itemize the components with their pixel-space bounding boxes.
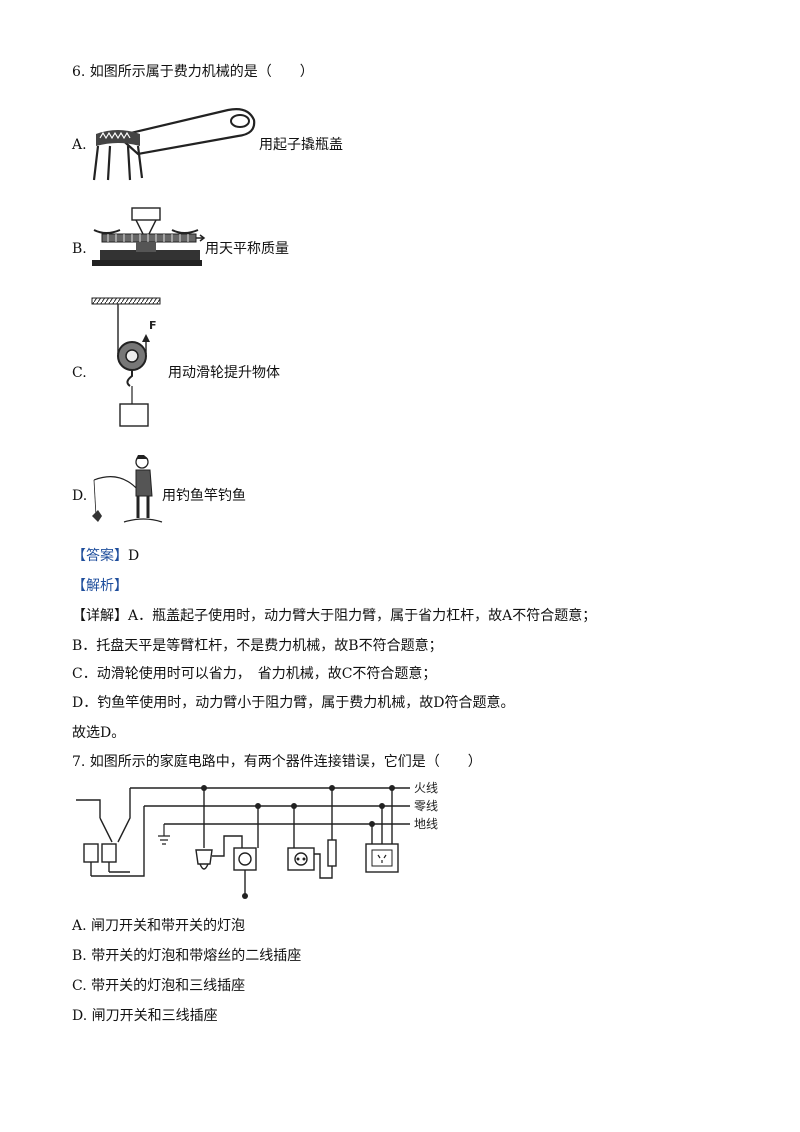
detail-line-4: D．钓鱼竿使用时，动力臂小于阻力臂，属于费力机械，故D符合题意。 <box>72 695 515 711</box>
q6-option-d-label: D. <box>72 488 88 504</box>
detail-line-3: C．动滑轮使用时可以省力， 省力机械，故C不符合题意； <box>72 666 437 682</box>
q7-option-a: A. 闸刀开关和带开关的灯泡 <box>72 918 246 934</box>
bottle-opener-illustration <box>92 108 256 181</box>
household-circuit-diagram: 火线 零线 地线 <box>76 781 438 899</box>
q6-option-d-text: 用钓鱼竿钓鱼 <box>162 488 246 504</box>
pulley-illustration: F <box>91 297 161 427</box>
q6-option-a-text: 用起子撬瓶盖 <box>259 137 343 153</box>
analysis-tag: 【解析】 <box>72 578 128 594</box>
answer-value: D <box>128 548 140 564</box>
balance-scale-illustration <box>92 207 206 266</box>
q7-stem: 7. 如图所示的家庭电路中，有两个器件连接错误，它们是（ ） <box>72 754 482 770</box>
detail-line-2: B．托盘天平是等臂杠杆，不是费力机械，故B不符合题意； <box>72 638 443 654</box>
wire-label-earth: 地线 <box>414 817 438 831</box>
detail-line-5: 故选D。 <box>72 725 126 741</box>
fishing-person-illustration <box>92 455 163 523</box>
answer-line: 【答案】D <box>72 547 139 565</box>
q6-option-c-text: 用动滑轮提升物体 <box>168 365 280 381</box>
q6-option-b-text: 用天平称质量 <box>205 241 289 257</box>
wire-label-live: 火线 <box>414 781 438 795</box>
q6-stem: 6. 如图所示属于费力机械的是（ ） <box>72 64 314 80</box>
q6-option-c-label: C. <box>72 365 87 381</box>
q7-option-c: C. 带开关的灯泡和三线插座 <box>72 978 246 994</box>
wire-label-neutral: 零线 <box>414 799 438 813</box>
detail-line-1: 【详解】A．瓶盖起子使用时，动力臂大于阻力臂，属于省力杠杆，故A不符合题意； <box>72 608 597 624</box>
q7-option-b: B. 带开关的灯泡和带熔丝的二线插座 <box>72 948 302 964</box>
pulley-force-label: F <box>149 319 157 332</box>
q7-option-d: D. 闸刀开关和三线插座 <box>72 1008 218 1024</box>
q6-option-a-label: A. <box>72 137 87 153</box>
answer-tag: 【答案】 <box>72 548 128 564</box>
q6-option-b-label: B. <box>72 241 87 257</box>
